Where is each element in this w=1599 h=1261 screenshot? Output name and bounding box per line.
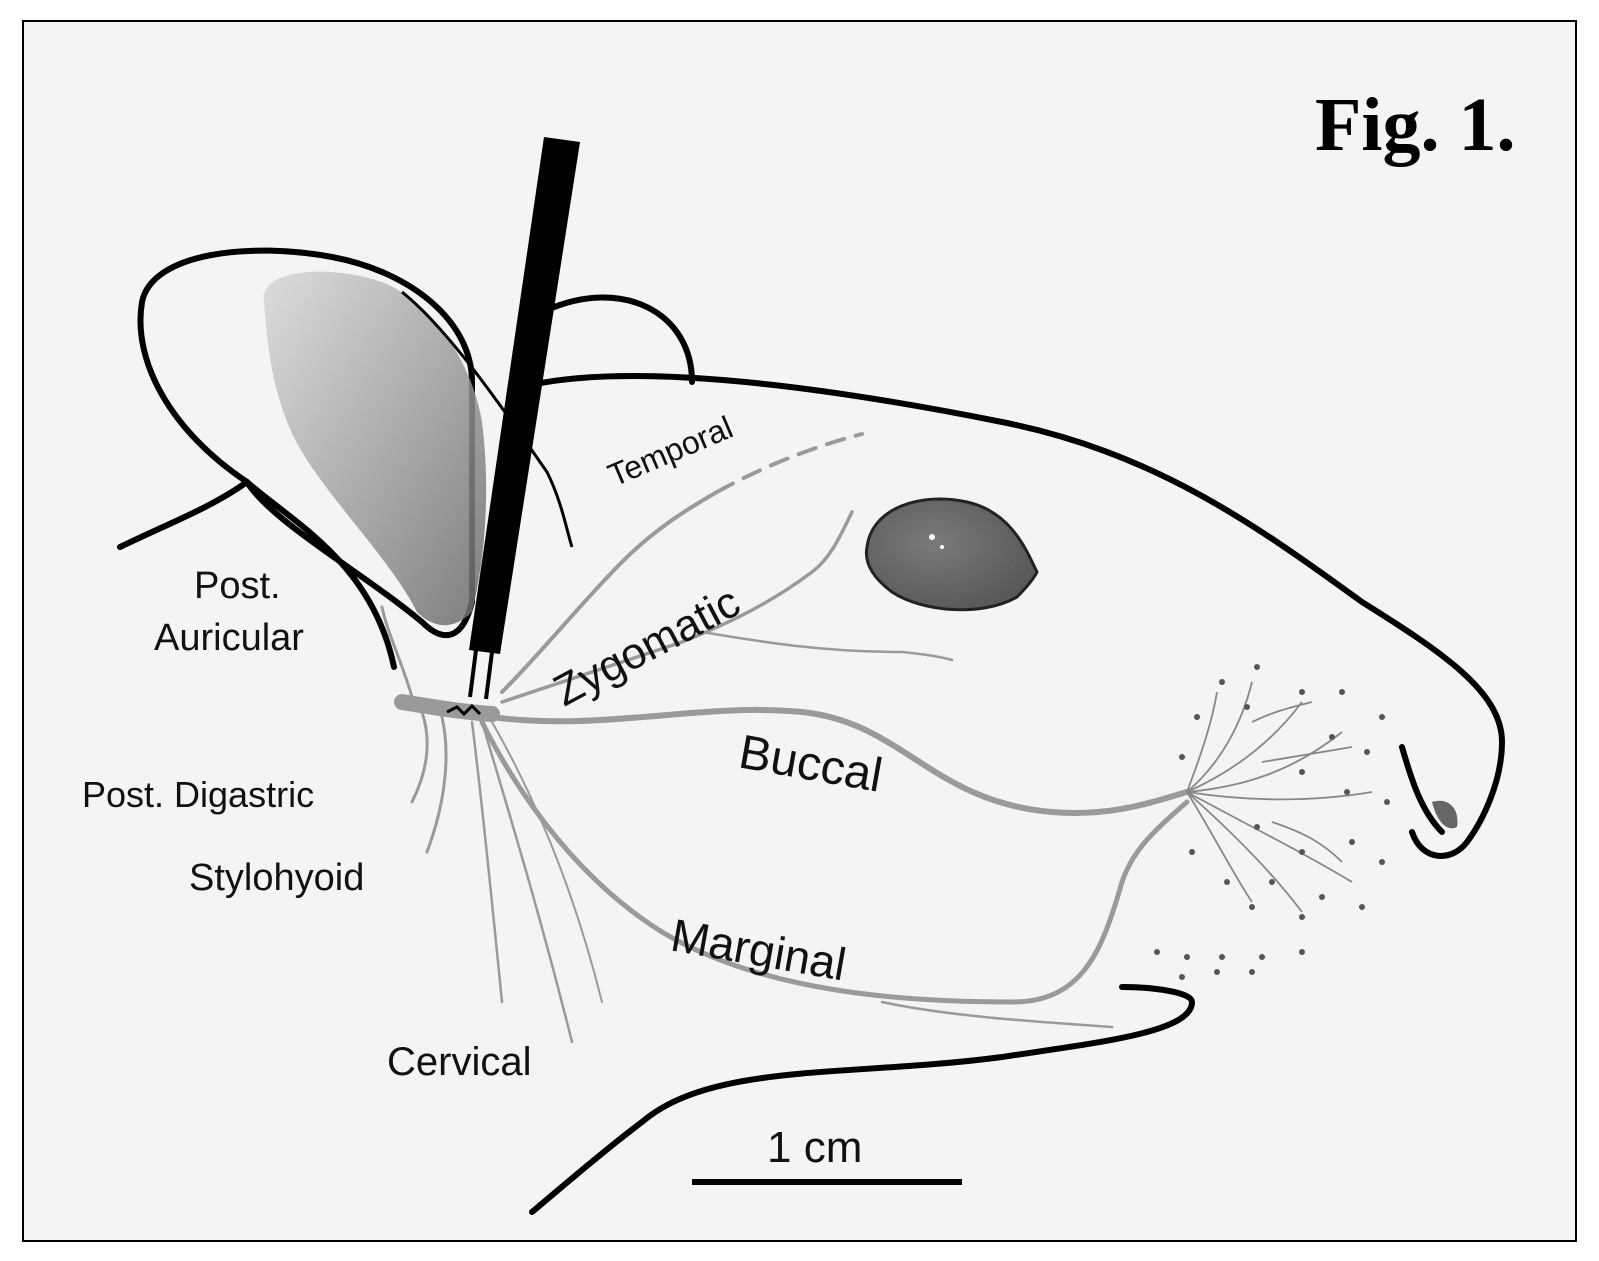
post-auricular-branch: [382, 607, 412, 697]
label-post-digastric: Post. Digastric: [82, 774, 314, 815]
label-stylohyoid: Stylohyoid: [189, 857, 364, 899]
temporal-branch-dashed: [717, 434, 862, 492]
label-cervical: Cervical: [387, 1040, 531, 1084]
zygomatic-twig: [702, 632, 952, 660]
label-buccal: Buccal: [735, 726, 886, 803]
label-zygomatic: Zygomatic: [546, 577, 748, 716]
label-post-auricular-line1: Post.: [194, 565, 281, 607]
ear-back-flap: [547, 297, 692, 382]
scale-bar-label: 1 cm: [767, 1123, 862, 1172]
stylohyoid-branch: [427, 717, 446, 852]
label-temporal: Temporal: [603, 409, 738, 494]
whisker-pad-branches: [1187, 682, 1372, 912]
label-post-auricular-line2: Auricular: [154, 617, 304, 659]
figure-title: Fig. 1.: [1315, 83, 1516, 167]
cervical-branch-2: [482, 722, 572, 1042]
mouth-line: [532, 987, 1192, 1212]
cervical-branch-3: [492, 722, 602, 1002]
facial-nerve-diagram: Temporal Zygomatic Buccal Marginal Cervi…: [24, 22, 1577, 1242]
label-marginal: Marginal: [667, 909, 850, 991]
post-digastric-branch: [412, 712, 427, 802]
figure-frame: Temporal Zygomatic Buccal Marginal Cervi…: [22, 20, 1577, 1242]
nose-tip: [1402, 747, 1442, 832]
cervical-branch-1: [472, 722, 502, 1002]
neck-line: [120, 482, 247, 547]
eye: [866, 499, 1037, 610]
marginal-lower-twig: [882, 1002, 1112, 1027]
